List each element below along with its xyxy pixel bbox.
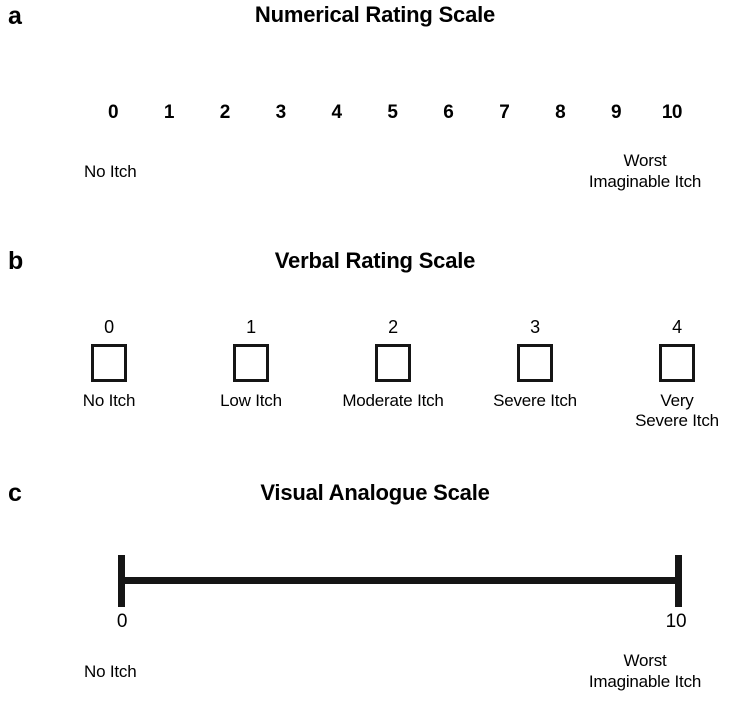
nrs-number: 6 xyxy=(443,102,454,123)
vrs-option-label: Moderate Itch xyxy=(342,391,444,410)
vrs-option[interactable]: 3 Severe Itch xyxy=(464,318,606,431)
vas-line xyxy=(118,577,682,584)
nrs-anchor-high-line2: Imaginable Itch xyxy=(588,172,702,191)
vrs-option-row: 0 No Itch 1 Low Itch 2 Moderate Itch 3 S… xyxy=(38,318,750,431)
nrs-number: 8 xyxy=(555,102,566,123)
vrs-option-label: No Itch xyxy=(82,391,136,410)
nrs-anchor-high: Worst Imaginable Itch xyxy=(560,150,730,192)
vas-anchor-high: Worst Imaginable Itch xyxy=(560,650,730,692)
panel-title-numerical-rating-scale: Numerical Rating Scale xyxy=(254,2,496,27)
vrs-option-number: 0 xyxy=(104,317,114,337)
vrs-checkbox[interactable] xyxy=(91,344,127,382)
vrs-option[interactable]: 4 Very Severe Itch xyxy=(606,318,748,431)
nrs-anchor-low: No Itch xyxy=(84,162,137,181)
nrs-number: 10 xyxy=(661,102,683,123)
vas-max-label: 10 xyxy=(665,611,687,632)
vrs-checkbox[interactable] xyxy=(517,344,553,382)
vas-end-cap-right xyxy=(675,555,682,607)
nrs-anchor-high-line1: Worst xyxy=(623,151,667,170)
vrs-option-label: Severe Itch xyxy=(493,391,577,410)
vas-track[interactable] xyxy=(118,555,682,607)
panel-letter-b: b xyxy=(8,247,23,275)
vrs-option[interactable]: 2 Moderate Itch xyxy=(322,318,464,431)
vrs-option-number: 4 xyxy=(672,317,682,337)
panel-visual-analogue-scale: c Visual Analogue Scale 0 10 No Itch Wor… xyxy=(0,470,750,709)
vrs-checkbox[interactable] xyxy=(233,344,269,382)
panel-letter-a: a xyxy=(8,2,22,30)
nrs-number: 9 xyxy=(610,102,622,123)
vrs-option[interactable]: 1 Low Itch xyxy=(180,318,322,431)
vas-anchor-high-line2: Imaginable Itch xyxy=(588,672,702,691)
nrs-number: 4 xyxy=(331,102,343,123)
vrs-option-number: 3 xyxy=(530,317,540,337)
vrs-option-label: Low Itch xyxy=(220,391,282,410)
vrs-checkbox[interactable] xyxy=(659,344,695,382)
nrs-number: 0 xyxy=(107,102,119,123)
panel-letter-c: c xyxy=(8,479,22,507)
vrs-checkbox[interactable] xyxy=(375,344,411,382)
vrs-option-label: Very Severe Itch xyxy=(635,391,719,430)
vrs-option-number: 2 xyxy=(388,317,398,337)
vrs-option-number: 1 xyxy=(246,317,256,337)
nrs-number: 7 xyxy=(499,102,510,123)
vas-anchor-high-line1: Worst xyxy=(623,651,667,670)
panel-verbal-rating-scale: b Verbal Rating Scale 0 No Itch 1 Low It… xyxy=(0,230,750,470)
vas-min-label: 0 xyxy=(116,611,128,632)
vrs-option[interactable]: 0 No Itch xyxy=(38,318,180,431)
panel-numerical-rating-scale: a Numerical Rating Scale 0 1 2 3 4 5 6 7… xyxy=(0,0,750,230)
vas-anchor-low: No Itch xyxy=(84,662,137,681)
panel-title-verbal-rating-scale: Verbal Rating Scale xyxy=(274,248,476,273)
panel-title-visual-analogue-scale: Visual Analogue Scale xyxy=(260,480,490,505)
nrs-number: 3 xyxy=(275,102,287,123)
nrs-number: 2 xyxy=(219,102,231,123)
nrs-number-row: 0 1 2 3 4 5 6 7 8 9 10 xyxy=(100,103,685,122)
nrs-number: 5 xyxy=(387,102,398,123)
nrs-number: 1 xyxy=(163,102,175,123)
vas-end-cap-left xyxy=(118,555,125,607)
